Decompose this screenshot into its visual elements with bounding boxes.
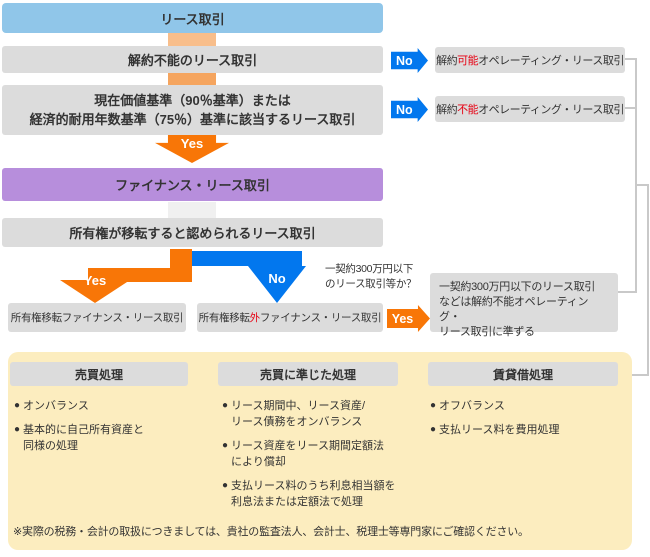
panel-column-quasi-sale-list: ● リース期間中、リース資産/ リース債務をオンバランス ● リース資産をリース…: [222, 398, 426, 518]
connector-line-vertical-1: [635, 58, 637, 293]
flow-box-op-noncancellable: 解約不能オペレーティング・リース取引: [435, 96, 625, 122]
disclaimer-note: ※実際の税務・会計の取扱につきましては、貴社の監査法人、会計士、税理士等専門家に…: [13, 526, 529, 538]
bullet-icon: ●: [430, 400, 437, 411]
criteria-line1: 現在価値基準（90％基準）または: [94, 93, 291, 108]
question-small-contract: 一契約300万円以下 のリース取引等か？: [325, 262, 417, 292]
small-lease-line2: などは解約不能オペレーティング・: [439, 296, 589, 323]
bullet-icon: ●: [14, 400, 21, 411]
no-arrow-noncancellable-label: No: [395, 102, 413, 117]
yes-down-arrow-label: Yes: [180, 136, 204, 151]
bullet-icon: ●: [222, 480, 229, 491]
list-item: ● 基本的に自己所有資産と 同様の処理: [14, 422, 210, 454]
panel-column-sale-list: ● オンバランス ● 基本的に自己所有資産と 同様の処理: [14, 398, 210, 462]
list-item: ● オフバランス: [430, 398, 626, 414]
split-orange-stub: [170, 249, 192, 268]
connector-line-op1-out: [625, 58, 637, 60]
flow-box-nontransfer-finance: 所有権移転外ファイナンス・リース取引: [197, 303, 383, 332]
flow-box-ownership-test: 所有権が移転すると認められるリース取引: [2, 218, 383, 247]
question-line1: 一契約300万円以下: [325, 263, 414, 275]
small-lease-line3: リース取引に準ずる: [439, 326, 535, 338]
connector-line-into-small-lease: [618, 291, 637, 293]
panel-header-sale-label: 売買処理: [74, 367, 123, 382]
yes-right-arrow-label: Yes: [391, 311, 414, 326]
flow-box-noncancellable: 解約不能のリース取引: [2, 46, 383, 73]
flow-box-finance-lease-label: ファイナンス・リース取引: [115, 178, 270, 193]
op-cancellable-red: 可能: [457, 55, 479, 67]
bullet-icon: ●: [222, 440, 229, 451]
no-arrow-cancellable: No: [391, 48, 428, 73]
list-item: ● オンバランス: [14, 398, 210, 414]
flow-box-small-lease-note: 一契約300万円以下のリース取引 などは解約不能オペレーティング・ リース取引に…: [430, 273, 618, 338]
bullet-text: 基本的に自己所有資産と 同様の処理: [23, 424, 145, 452]
yes-branch-label: Yes: [83, 273, 107, 288]
nontransfer-text-red: 外: [249, 312, 261, 324]
bullet-text: オンバランス: [23, 400, 89, 412]
list-item: ● 支払リース料を費用処理: [430, 422, 626, 438]
op-cancellable-pre: 解約: [436, 55, 458, 67]
flow-box-lease: リース取引: [2, 3, 383, 33]
list-item: ● リース期間中、リース資産/ リース債務をオンバランス: [222, 398, 426, 430]
flow-box-transfer-finance: 所有権移転ファイナンス・リース取引: [8, 303, 186, 332]
panel-column-rental-list: ● オフバランス ● 支払リース料を費用処理: [430, 398, 626, 446]
connector-noncancellable-to-criteria: [168, 73, 216, 85]
panel-header-quasi-sale-label: 売買に準じた処理: [259, 367, 356, 382]
no-arrow-noncancellable: No: [391, 97, 428, 122]
flow-box-transfer-finance-label: 所有権移転ファイナンス・リース取引: [10, 312, 184, 324]
yes-right-arrow: Yes: [387, 305, 430, 332]
flow-box-finance-lease: ファイナンス・リース取引: [2, 168, 383, 201]
panel-header-rental: 賃貸借処理: [428, 362, 618, 386]
bullet-text: リース資産をリース期間定額法 により償却: [231, 440, 384, 468]
bullet-text: リース期間中、リース資産/ リース債務をオンバランス: [231, 400, 366, 428]
no-branch-label: No: [268, 271, 286, 286]
panel-header-quasi-sale: 売買に準じた処理: [218, 362, 398, 386]
connector-lease-to-noncancellable: [168, 33, 216, 46]
no-arrow-cancellable-label: No: [395, 53, 413, 68]
panel-header-sale: 売買処理: [10, 362, 188, 386]
bullet-icon: ●: [14, 424, 21, 435]
connector-finance-to-ownership: [168, 202, 216, 218]
panel-header-rental-label: 賃貸借処理: [492, 367, 553, 382]
split-blue-bar: [192, 251, 302, 266]
split-orange-bar: [88, 268, 192, 282]
connector-line-op2-out: [625, 107, 637, 109]
bullet-text: 支払リース料のうち利息相当額を 利息法または定額法で処理: [231, 480, 396, 508]
connector-line-into-rental-header: [618, 374, 649, 376]
op-noncancellable-post: オペレーティング・リース取引: [478, 104, 624, 116]
list-item: ● 支払リース料のうち利息相当額を 利息法または定額法で処理: [222, 478, 426, 510]
small-lease-line1: 一契約300万円以下のリース取引: [439, 281, 596, 293]
criteria-line2: 経済的耐用年数基準（75％）基準に該当するリース取引: [29, 112, 356, 127]
op-noncancellable-red: 不能: [457, 104, 479, 116]
op-noncancellable-pre: 解約: [436, 104, 458, 116]
flow-box-op-cancellable: 解約可能オペレーティング・リース取引: [435, 47, 625, 73]
connector-line-vertical-2: [647, 184, 649, 376]
flow-box-lease-label: リース取引: [160, 11, 225, 27]
bullet-text: 支払リース料を費用処理: [439, 424, 560, 436]
list-item: ● リース資産をリース期間定額法 により償却: [222, 438, 426, 470]
question-line2: のリース取引等か？: [325, 278, 417, 290]
flow-box-ownership-test-label: 所有権が移転すると認められるリース取引: [69, 226, 316, 241]
op-cancellable-post: オペレーティング・リース取引: [478, 55, 624, 67]
bullet-icon: ●: [222, 400, 229, 411]
flow-box-noncancellable-label: 解約不能のリース取引: [127, 53, 258, 68]
flow-box-criteria: 現在価値基準（90％基準）または 経済的耐用年数基準（75％）基準に該当するリー…: [2, 85, 383, 135]
bullet-icon: ●: [430, 424, 437, 435]
bullet-text: オフバランス: [439, 400, 505, 412]
connector-line-branch: [635, 184, 649, 186]
nontransfer-text-post: ファイナンス・リース取引: [259, 312, 382, 324]
nontransfer-text-pre: 所有権移転: [198, 312, 250, 324]
